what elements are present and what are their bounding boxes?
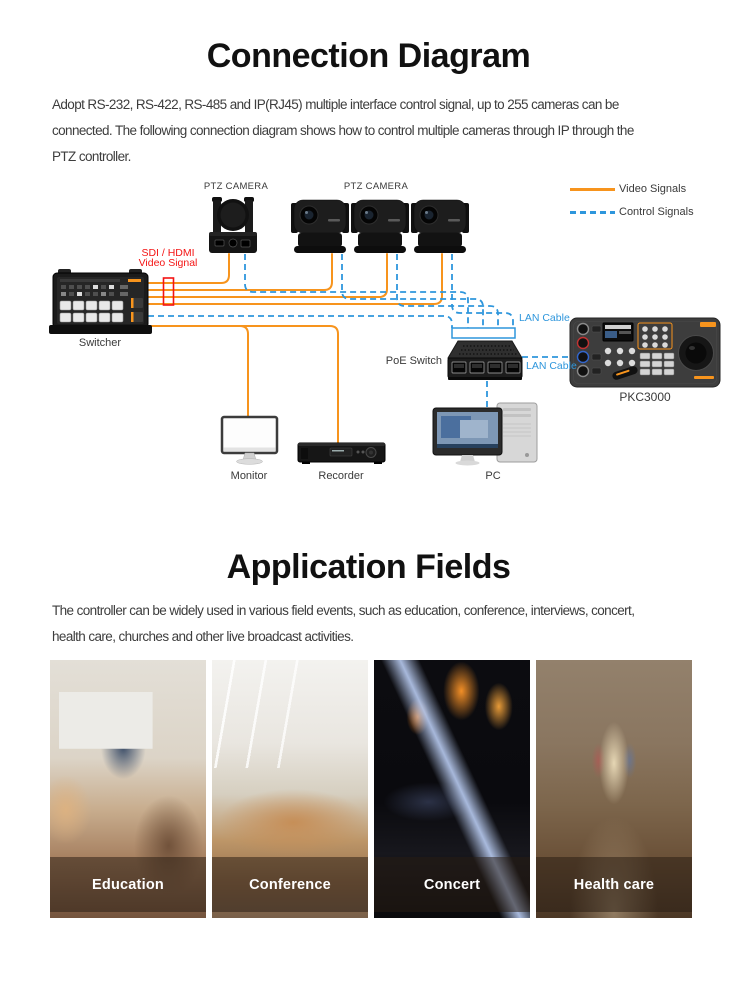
application-description-line2: health care, churches and other live bro… (52, 629, 354, 644)
label-monitor: Monitor (230, 470, 268, 482)
monitor-device (220, 415, 279, 465)
ptz-camera-front-3 (411, 199, 469, 253)
poe-switch-device (447, 340, 523, 380)
application-description: The controller can be widely used in var… (52, 598, 712, 650)
education-label: Education (92, 876, 164, 893)
video-signal-line-swatch (570, 187, 615, 191)
label-recorder: Recorder (318, 470, 364, 482)
card-label-band: Education (50, 857, 206, 912)
video-signal-wires (147, 253, 443, 444)
connection-diagram (49, 197, 721, 466)
control-signal-wires (148, 254, 570, 408)
card-label-band: Conference (212, 857, 368, 912)
label-ptz-camera-left: PTZ CAMERA (203, 181, 269, 192)
control-signals-label: Control Signals (619, 206, 694, 218)
control-signal-line-swatch (570, 210, 615, 214)
application-card-conference: Conference (212, 660, 368, 918)
application-fields-title: Application Fields (226, 548, 511, 586)
label-sdi-hdmi: SDI / HDMI Video Signal (138, 247, 198, 269)
concert-label: Concert (423, 876, 481, 893)
label-pkc3000: PKC3000 (619, 390, 671, 404)
application-card-concert: Concert (374, 660, 530, 918)
connection-diagram-title: Connection Diagram (206, 37, 531, 75)
ptz-camera-back (209, 197, 257, 253)
recorder-device (297, 442, 386, 464)
connection-description-line3: PTZ controller. (52, 149, 131, 164)
lan-bundle-box (451, 327, 516, 339)
label-lan-cable-top: LAN Cable (519, 312, 570, 324)
video-signals-label: Video Signals (619, 183, 687, 195)
legend-control-signals: Control Signals (570, 206, 694, 218)
connection-description-line2: connected. The following connection diag… (52, 123, 634, 138)
legend-video-signals: Video Signals (570, 183, 694, 195)
application-card-education: Education (50, 660, 206, 918)
application-card-health-care: Health care (536, 660, 692, 918)
application-description-line1: The controller can be widely used in var… (52, 603, 635, 618)
label-pc: PC (485, 470, 501, 482)
health-care-label: Health care (573, 876, 655, 893)
label-lan-cable-right: LAN Cable (526, 360, 577, 372)
label-ptz-camera-right: PTZ CAMERA (343, 181, 409, 192)
connection-description-line1: Adopt RS-232, RS-422, RS-485 and IP(RJ45… (52, 97, 619, 112)
sdi-highlight-box (162, 277, 175, 306)
card-label-band: Concert (374, 857, 530, 912)
signal-legend: Video Signals Control Signals (570, 183, 694, 229)
ptz-camera-front-1 (291, 199, 349, 253)
switcher-device (49, 269, 152, 334)
application-cards: Education Conference Concert Health care (50, 660, 693, 918)
conference-label: Conference (249, 876, 331, 893)
pkc3000-device (569, 317, 721, 388)
card-label-band: Health care (536, 857, 692, 912)
label-switcher: Switcher (78, 337, 122, 349)
ptz-camera-front-2 (351, 199, 409, 253)
connection-description: Adopt RS-232, RS-422, RS-485 and IP(RJ45… (52, 92, 712, 170)
label-poe-switch: PoE Switch (385, 355, 442, 367)
pc-device (432, 402, 538, 466)
